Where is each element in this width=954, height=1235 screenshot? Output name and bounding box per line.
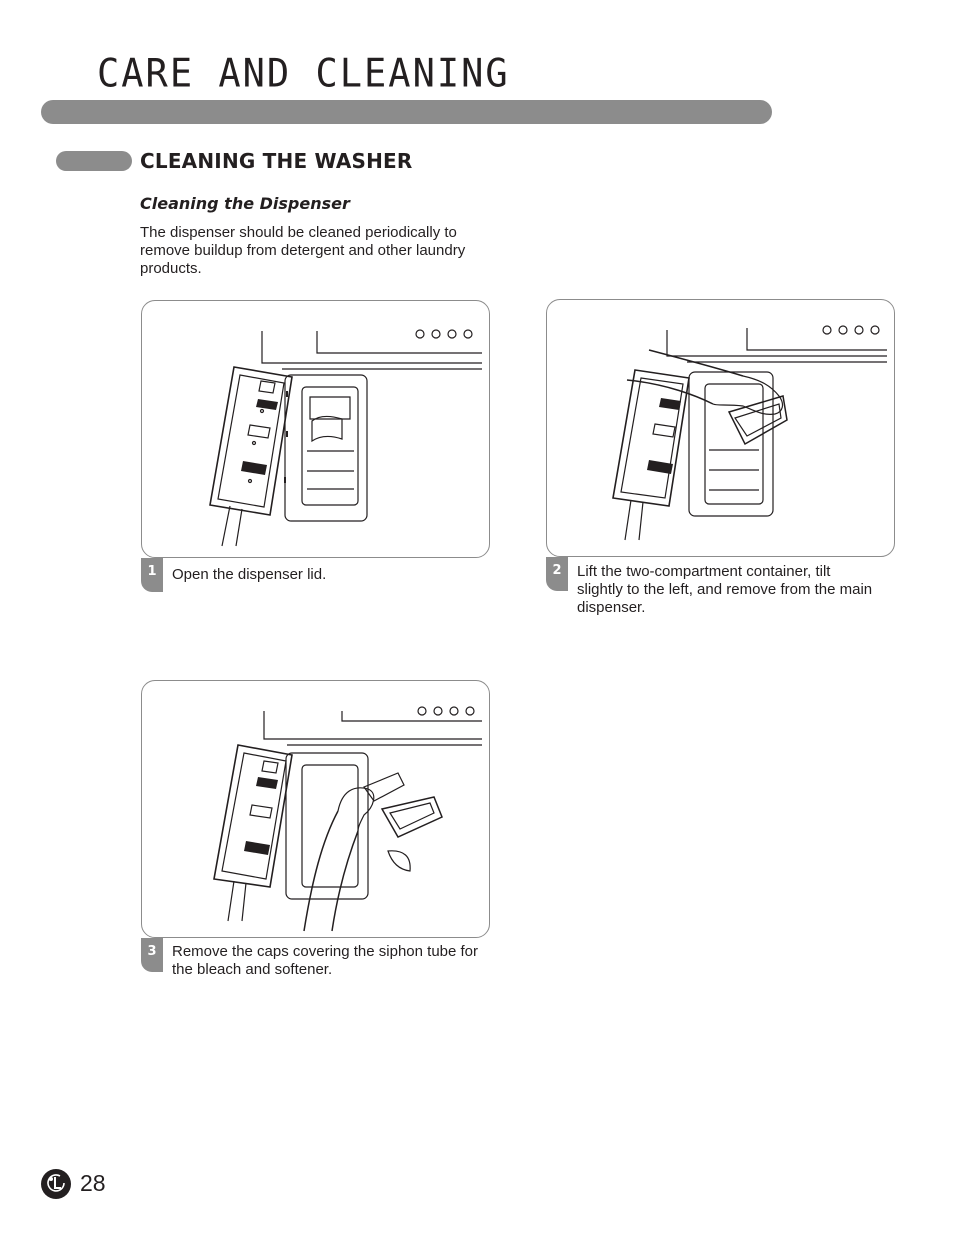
lg-logo-icon — [41, 1169, 71, 1199]
intro-paragraph: The dispenser should be cleaned periodic… — [140, 224, 466, 277]
page-number: 28 — [80, 1170, 106, 1196]
step-3-badge: 3 — [141, 938, 163, 972]
step-2-badge: 2 — [546, 557, 568, 591]
title-bar — [41, 100, 772, 124]
sub-heading: Cleaning the Dispenser — [140, 194, 350, 213]
step-2-text: Lift the two-compartment container, tilt… — [577, 563, 873, 616]
page-title: CARE AND CLEANING — [97, 50, 510, 97]
illustration-step-2 — [546, 299, 895, 557]
step-3-text: Remove the caps covering the siphon tube… — [172, 943, 479, 978]
section-heading: CLEANING THE WASHER — [140, 149, 413, 173]
step-1-badge: 1 — [141, 558, 163, 592]
illustration-step-3 — [141, 680, 490, 938]
illustration-step-1 — [141, 300, 490, 558]
step-1-text: Open the dispenser lid. — [172, 566, 327, 583]
section-pill — [56, 151, 132, 171]
